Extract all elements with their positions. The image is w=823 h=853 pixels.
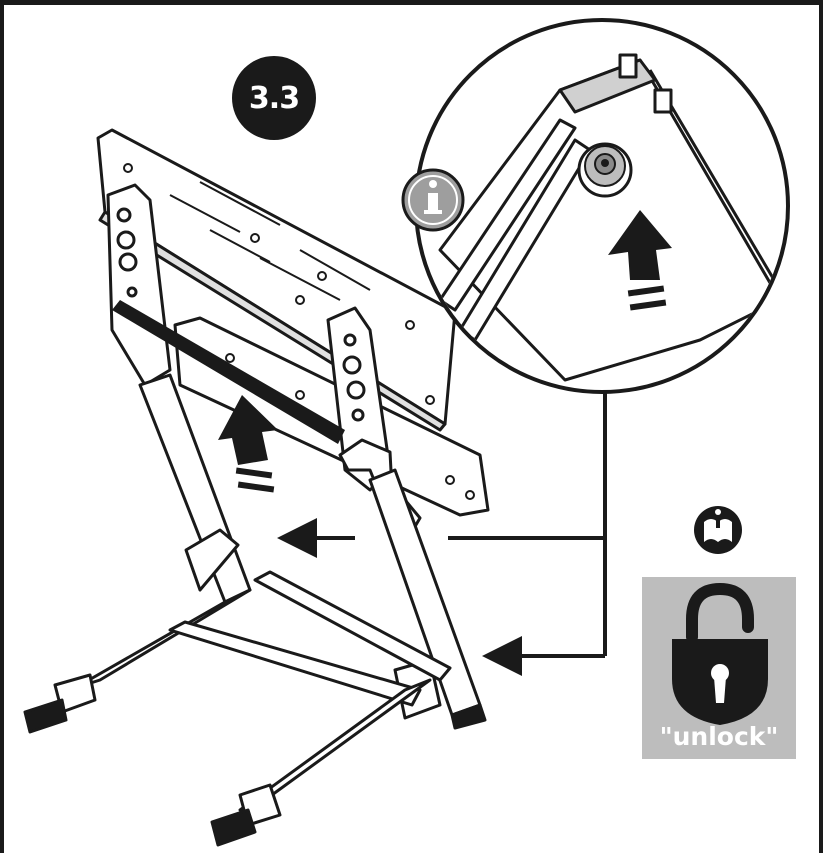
step-number-badge: 3.3	[232, 56, 316, 140]
pointer-lines	[277, 392, 607, 676]
frame-top-border	[0, 0, 823, 5]
info-icon	[401, 168, 465, 232]
left-leg	[23, 373, 252, 734]
manual-book-icon	[694, 506, 742, 554]
lower-mount-plate	[173, 316, 490, 517]
frame-left-border	[0, 0, 4, 853]
bolt-detail	[577, 142, 633, 198]
detail-magnifier	[414, 18, 790, 394]
cross-bar	[112, 300, 345, 444]
unlock-label: "unlock"	[659, 722, 779, 751]
padlock-open-icon	[672, 582, 768, 725]
base-frame	[168, 570, 452, 847]
unlock-panel: "unlock"	[642, 577, 796, 759]
frame-right-border	[819, 0, 823, 853]
up-arrow-detail	[608, 210, 672, 311]
up-arrow-main	[218, 395, 278, 493]
